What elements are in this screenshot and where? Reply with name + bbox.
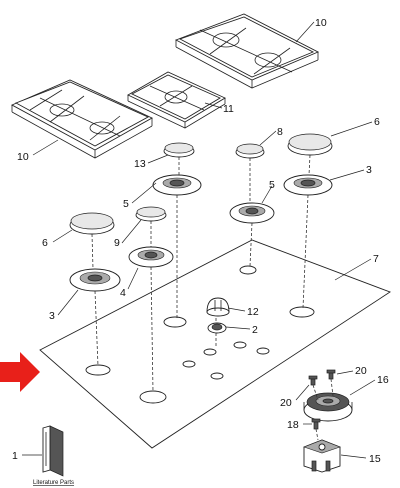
callout-16: 16	[377, 374, 389, 386]
burner-head-5-right[interactable]	[229, 202, 275, 224]
literature-parts-booklet[interactable]	[42, 425, 64, 477]
callout-10-left: 10	[17, 151, 29, 163]
grate-left[interactable]	[10, 79, 153, 159]
callout-9: 9	[114, 237, 120, 249]
burner-cap-6-left[interactable]	[69, 212, 115, 235]
burner-head-3-right[interactable]	[283, 174, 333, 196]
burner-cap-9[interactable]	[135, 206, 167, 222]
grate-right[interactable]	[174, 13, 320, 89]
callout-13: 13	[134, 158, 146, 170]
assembly-lines	[91, 154, 311, 393]
burner-head-3-left[interactable]	[69, 268, 121, 292]
callout-20-right: 20	[355, 365, 367, 377]
burner-cap-6-right[interactable]	[287, 133, 333, 156]
callout-8: 8	[277, 126, 283, 138]
callout-6-right: 6	[374, 116, 380, 128]
screw-20-right[interactable]	[326, 369, 336, 380]
callout-11: 11	[223, 103, 234, 115]
red-arrow-icon	[0, 352, 40, 392]
callout-7: 7	[373, 253, 379, 265]
burner-head-4[interactable]	[128, 246, 174, 268]
ignition-module-15[interactable]	[303, 439, 341, 473]
grate-center[interactable]	[127, 71, 226, 129]
callout-5-center: 5	[123, 198, 129, 210]
literature-parts-label: Literature Parts	[33, 480, 74, 486]
callout-20-left: 20	[280, 397, 292, 409]
burner-cap-8[interactable]	[235, 143, 265, 159]
glass-burner-holes	[85, 265, 315, 404]
callout-12: 12	[247, 306, 259, 318]
burner-head-5-center[interactable]	[152, 174, 202, 196]
callout-numbers: 10 11 10 13 8 6 3 5 5 6 9 7 4 3 12 2 16 …	[12, 17, 389, 465]
callout-leader-lines	[22, 21, 376, 459]
callout-6-left: 6	[42, 237, 48, 249]
burner-cap-13[interactable]	[163, 142, 195, 158]
screw-20-left[interactable]	[308, 375, 318, 386]
callout-5-right: 5	[269, 179, 275, 191]
knob-bezel-2[interactable]	[207, 322, 227, 334]
callout-3-left: 3	[49, 310, 55, 322]
callout-4: 4	[120, 287, 126, 299]
callout-3-right: 3	[366, 164, 372, 176]
callout-10-right: 10	[315, 17, 327, 29]
callout-18: 18	[287, 419, 299, 431]
callout-15: 15	[369, 453, 381, 465]
cooktop-glass-panel[interactable]	[39, 239, 391, 449]
screw-18[interactable]	[311, 418, 321, 430]
burner-base-16[interactable]	[303, 392, 353, 422]
control-knob-12[interactable]	[206, 297, 230, 317]
callout-1: 1	[12, 450, 18, 462]
callout-2: 2	[252, 324, 258, 336]
